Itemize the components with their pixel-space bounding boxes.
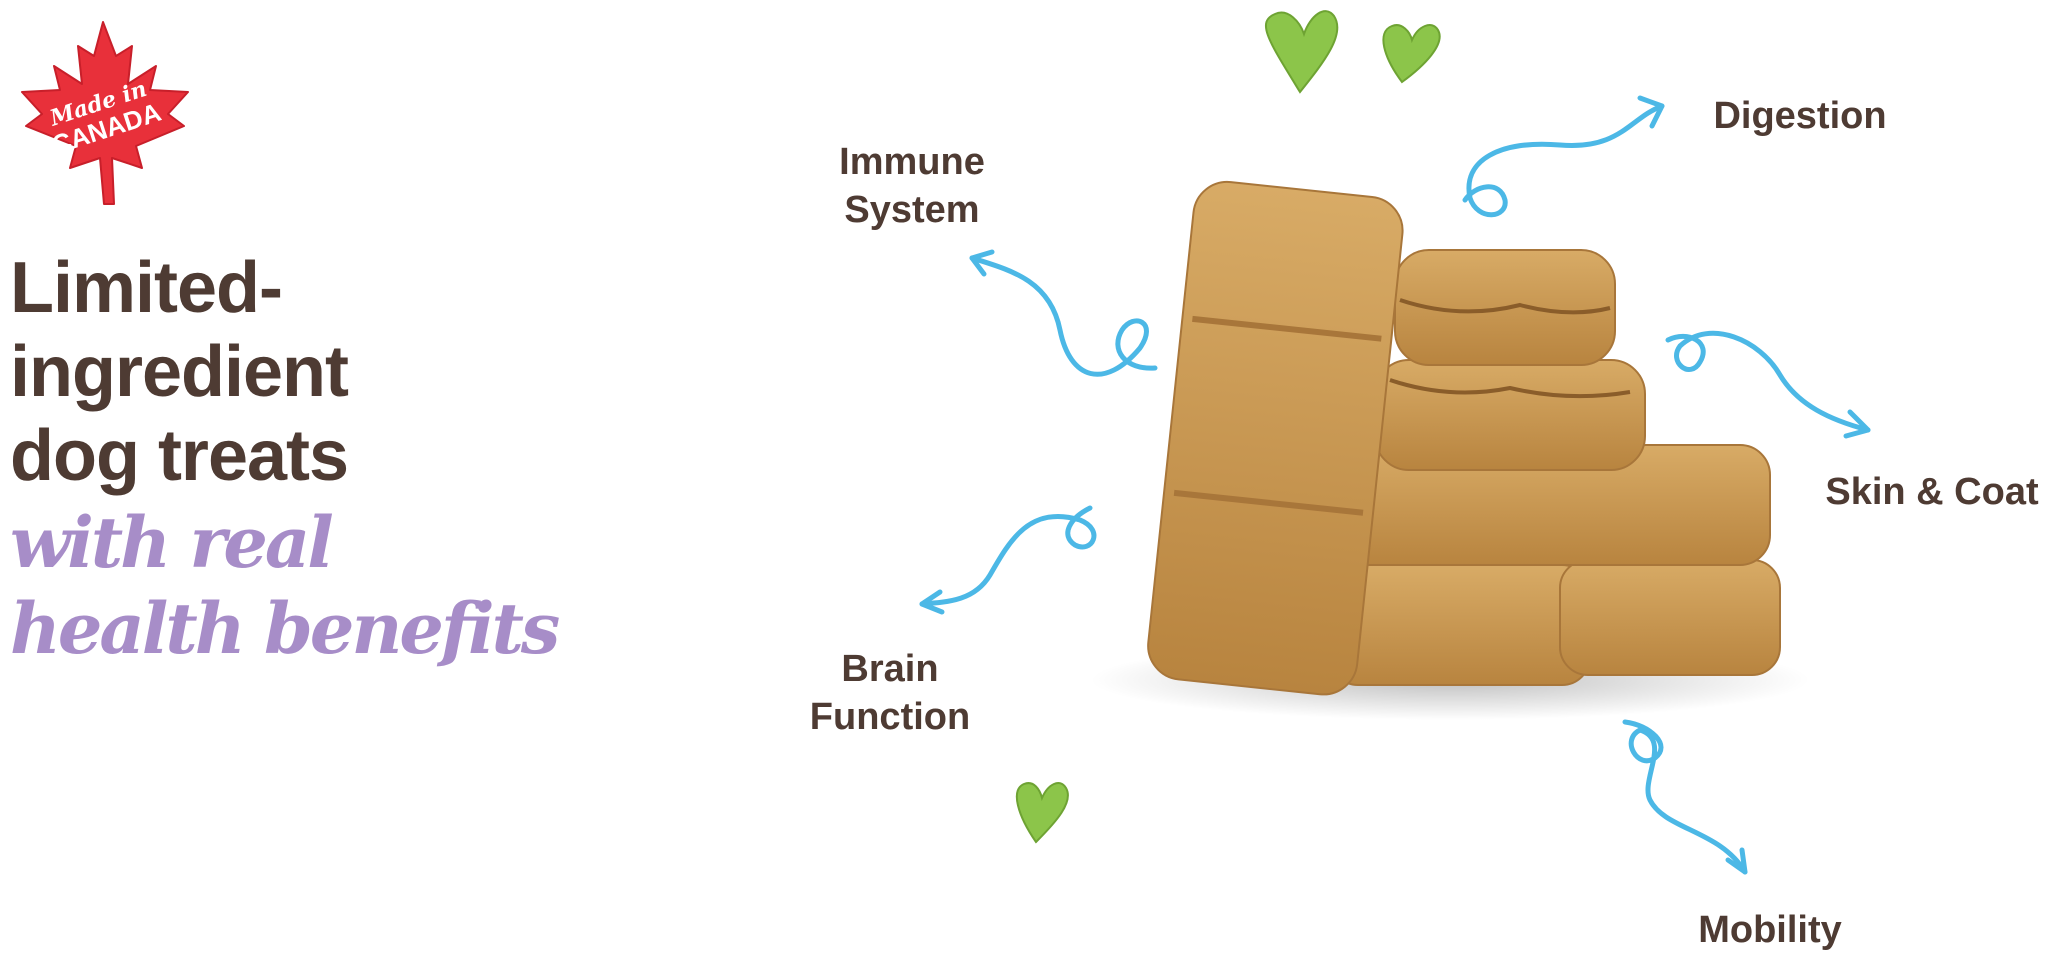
benefit-immune-system: Immune System: [812, 138, 1012, 234]
benefit-label: Immune: [839, 141, 985, 183]
benefit-label: Mobility: [1698, 909, 1842, 951]
heart-icon: [1265, 10, 1339, 94]
headline-line: Limited-: [10, 248, 283, 328]
benefit-label: System: [844, 189, 980, 231]
headline-line: ingredient: [10, 332, 349, 412]
heart-icon: [1015, 782, 1069, 844]
dog-treats-image: [1147, 180, 1781, 696]
tagline: with real health benefits: [10, 500, 610, 672]
heart-icon: [1382, 24, 1441, 84]
benefit-skin-coat: Skin & Coat: [1812, 468, 2052, 516]
benefit-label: Skin & Coat: [1825, 471, 2039, 513]
benefit-label: Digestion: [1713, 95, 1887, 137]
benefit-digestion: Digestion: [1690, 92, 1910, 140]
curly-arrow-icon: [1462, 95, 1665, 218]
benefit-label: Function: [809, 696, 971, 738]
tagline-line: with real: [10, 501, 334, 584]
benefit-mobility: Mobility: [1660, 906, 1880, 954]
curly-arrow-icon: [1665, 330, 1871, 439]
made-in-canada-badge: Made in CANADA: [8, 18, 198, 208]
curly-arrow-icon: [969, 249, 1158, 377]
maple-leaf-icon: Made in CANADA: [21, 21, 189, 205]
headline-line: dog treats: [10, 416, 349, 496]
benefit-label: Brain: [841, 648, 939, 690]
curly-arrow-icon: [919, 505, 1097, 615]
headline: Limited- ingredient dog treats: [10, 246, 530, 498]
benefit-brain-function: Brain Function: [790, 645, 990, 741]
tagline-line: health benefits: [10, 587, 560, 670]
curly-arrow-icon: [1622, 719, 1748, 875]
